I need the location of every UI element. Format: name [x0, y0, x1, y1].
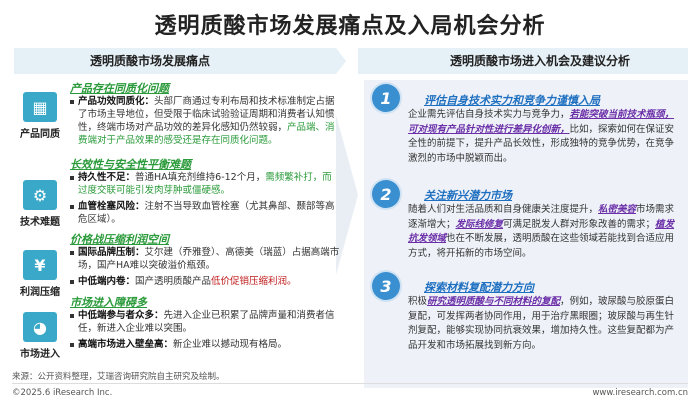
- key-phrase: 若能突破当前技术瓶颈，可对现有产品针对性进行差异化创新，: [408, 109, 675, 135]
- key-phrase: 研究透明质酸与不同材料的复配: [427, 296, 561, 307]
- bullet-text: 国产透明质酸产品: [135, 276, 212, 287]
- opportunity-number: 1: [372, 84, 400, 112]
- opportunity-text: 积极研究透明质酸与不同材料的复配，例如，玻尿酸与胶原蛋白复配，可发挥两者协同作用…: [408, 295, 678, 353]
- opportunities-panel: [364, 80, 688, 388]
- section-title: 产品存在同质化问题: [70, 82, 169, 95]
- bullet-text: 普通HA填充剂维持6-12个月，: [135, 172, 266, 183]
- bullet-head: 高端市场进入壁垒高：: [78, 339, 174, 350]
- bullet-highlight: 产品端、消费端对于产品效果的感受还是存在同质化问题。: [78, 122, 335, 146]
- website-link[interactable]: www.iresearch.com.cn: [592, 388, 688, 398]
- text-part: 也在不断发展，透明质酸在这些领域若能找到合适应用方式，将开拓新的市场空间。: [408, 233, 675, 259]
- bullet-text: 艾尔建（乔雅登）、高德美（瑞蓝）占据高端市场，国产HA难以突破溢价瓶颈。: [78, 247, 340, 271]
- money-icon: ¥: [23, 250, 57, 280]
- bullet-head: 产品功效同质化：: [78, 96, 155, 107]
- text-part: 企业需先评估自身技术实力与竞争力，: [408, 109, 570, 120]
- bullet-text: 注射不当导致血管栓塞（尤其鼻部、颞部等高危区域）。: [78, 201, 335, 225]
- category-label: 利润压缩: [20, 287, 60, 298]
- category-label: 市场进入: [20, 349, 60, 360]
- bullet-head: 持久性不足：: [78, 172, 136, 183]
- source-note: 来源：公开资料整理，艾瑞咨询研究院自主研究及绘制。: [12, 372, 225, 382]
- category-technical-difficulty: ⚙ 技术难题: [16, 180, 64, 228]
- gear-icon: ⚙: [23, 180, 57, 210]
- bullet-text: 新企业难以撼动现有格局。: [173, 339, 288, 350]
- bullet-highlight: 低价促销压缩利润。: [211, 276, 297, 287]
- pie-chart-icon: ◕: [23, 312, 57, 342]
- text-part: 积极: [408, 296, 428, 307]
- bullet-text: 头部厂商通过专利布局和技术标准制定占据了市场主导地位，但受限于临床试验验证周期和…: [78, 96, 335, 133]
- bullet-item: 血管栓塞风险：注射不当导致血管栓塞（尤其鼻部、颞部等高危区域）。: [70, 200, 340, 226]
- footer-divider: [12, 383, 688, 384]
- bullet-item: 中低端参与者众多：先进入企业已积累了品牌声量和消费者信任，新进入企业难以突围。: [70, 309, 340, 335]
- opportunity-number: 2: [372, 180, 400, 208]
- left-header-chevron: [336, 48, 346, 74]
- category-product-homogeneity: ▦ 产品同质: [16, 92, 64, 140]
- category-label: 产品同质: [20, 129, 60, 140]
- key-phrase: 发际线修复: [455, 218, 504, 230]
- bullet-text: 先进入企业已积累了品牌声量和消费者信任，新进入企业难以突围。: [78, 310, 335, 334]
- bullet-item: 中低端内卷：国产透明质酸产品低价促销压缩利润。: [70, 275, 340, 288]
- text-part: 随着人们对生活品质和自身健康关注度提升，: [408, 204, 599, 215]
- section-title: 价格战压缩利润空间: [70, 233, 169, 246]
- category-market-entry: ◕ 市场进入: [16, 312, 64, 360]
- bullet-item: 产品功效同质化：头部厂商通过专利布局和技术标准制定占据了市场主导地位，但受限于临…: [70, 95, 340, 147]
- opportunity-text: 企业需先评估自身技术实力与竞争力，若能突破当前技术瓶颈，可对现有产品针对性进行差…: [408, 108, 678, 166]
- text-part: 市场需求逐渐增大；: [408, 204, 675, 230]
- left-panel-header: 透明质酸市场发展痛点: [14, 48, 336, 74]
- bullet-head: 中低端参与者众多：: [78, 310, 164, 321]
- transition-arrow: [336, 115, 358, 275]
- key-phrase: 植发抗发领域: [408, 218, 675, 245]
- bullet-head: 中低端内卷：: [78, 276, 136, 287]
- category-profit-squeeze: ¥ 利润压缩: [16, 250, 64, 298]
- bullet-item: 高端市场进入壁垒高：新企业难以撼动现有格局。: [70, 338, 340, 351]
- text-part: 比如，探索如何在保证安全性的前提下，提升产品长效性，形成独特的竞争优势，在竞争激…: [408, 123, 675, 164]
- section-title: 市场进入障碍多: [70, 296, 147, 309]
- category-label: 技术难题: [20, 217, 60, 228]
- grid-icon: ▦: [23, 92, 57, 122]
- page-title: 透明质酸市场发展痛点及入局机会分析: [154, 14, 546, 39]
- bullet-item: 持久性不足：普通HA填充剂维持6-12个月，需频繁补打，而过度交联可能引发肉芽肿…: [70, 171, 340, 197]
- right-panel-header: 透明质酸市场进入机会及建议分析: [358, 48, 688, 74]
- copyright: ©2025.6 iResearch Inc.: [12, 388, 113, 398]
- section-title: 长效性与安全性平衡难题: [70, 158, 191, 171]
- text-part: ，例如，玻尿酸与胶原蛋白复配，可发挥两者协同作用，用于治疗黑眼圈；玻尿酸与再生针…: [408, 296, 675, 351]
- opportunity-title: 探索材料复配潜力方向: [424, 281, 534, 294]
- pain-points-panel: [14, 80, 336, 386]
- text-part: 可满足脱发人群对形象改善的需求；: [503, 218, 656, 230]
- opportunity-text: 随着人们对生活品质和自身健康关注度提升，私密美容市场需求逐渐增大；发际线修复可满…: [408, 203, 678, 261]
- bullet-item: 国际品牌压制：艾尔建（乔雅登）、高德美（瑞蓝）占据高端市场，国产HA难以突破溢价…: [70, 246, 340, 272]
- opportunity-title: 关注新兴潜力市场: [424, 189, 512, 202]
- key-phrase: 私密美容: [598, 204, 637, 215]
- bullet-highlight: 需频繁补打，而过度交联可能引发肉芽肿或僵硬感。: [78, 172, 332, 196]
- opportunity-title: 评估自身技术实力和竞争力谨慎入局: [424, 94, 600, 107]
- bullet-head: 血管栓塞风险：: [78, 201, 145, 212]
- bullet-head: 国际品牌压制：: [78, 247, 145, 258]
- opportunity-number: 3: [372, 272, 400, 300]
